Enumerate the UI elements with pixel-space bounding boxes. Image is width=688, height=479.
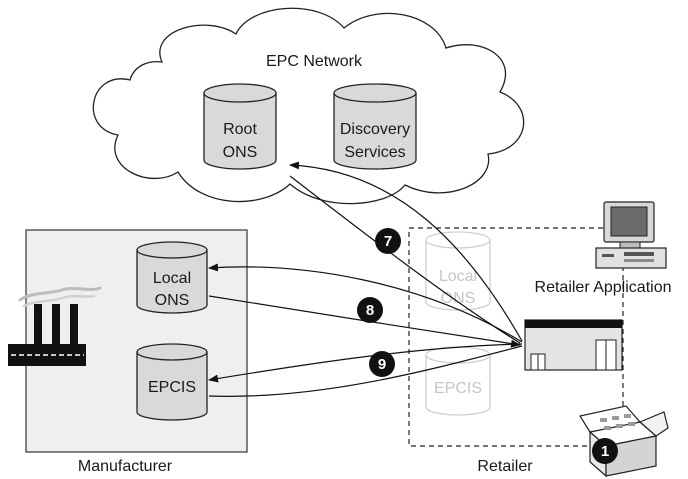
retailer-label: Retailer (477, 458, 533, 475)
step-badge-8-label: 8 (366, 302, 374, 319)
epcis-label: EPCIS (148, 379, 196, 396)
computer-icon (595, 201, 667, 269)
manufacturer-label: Manufacturer (78, 458, 173, 475)
local-ons-cylinder (136, 241, 208, 314)
step-badge-1-label: 1 (601, 443, 609, 460)
factory-icon (8, 286, 102, 366)
discovery-services-line2: Services (344, 144, 405, 161)
retailer-local-ons-line2: ONS (441, 290, 476, 307)
arrow-to-local-ons (208, 263, 523, 343)
retailer-local-ons-line1: Local (439, 268, 477, 285)
step-badge-7-label: 7 (384, 233, 392, 250)
local-ons-line2: ONS (155, 292, 190, 309)
epcis-cylinder (136, 343, 208, 421)
step-badge-7: 7 (375, 228, 401, 254)
step-badge-1: 1 (592, 438, 618, 464)
discovery-services-line1: Discovery (340, 121, 410, 138)
arrow-to-epcis (208, 343, 523, 383)
root-ons-line2: ONS (223, 144, 258, 161)
line-epcis-to-retailer (208, 345, 523, 397)
connections (208, 161, 523, 397)
root-ons-line1: Root (223, 121, 257, 138)
retailer-application-label: Retailer Application (535, 279, 672, 296)
root-ons-cylinder (203, 83, 277, 170)
epc-network-title: EPC Network (266, 53, 363, 70)
retailer-epcis-cylinder (425, 346, 491, 416)
line-local-ons-to-retailer (208, 295, 521, 348)
retailer-local-ons-cylinder (425, 231, 491, 311)
box-icon (579, 405, 669, 478)
step-badge-9: 9 (369, 351, 395, 377)
arrow-to-root-ons (289, 161, 523, 342)
step-badge-8: 8 (357, 297, 383, 323)
retailer-epcis-label: EPCIS (434, 380, 482, 397)
store-icon (524, 319, 623, 371)
discovery-services-cylinder (333, 83, 417, 170)
step-badge-9-label: 9 (378, 356, 386, 373)
epc-network-cloud (92, 7, 525, 205)
local-ons-line1: Local (153, 270, 191, 287)
